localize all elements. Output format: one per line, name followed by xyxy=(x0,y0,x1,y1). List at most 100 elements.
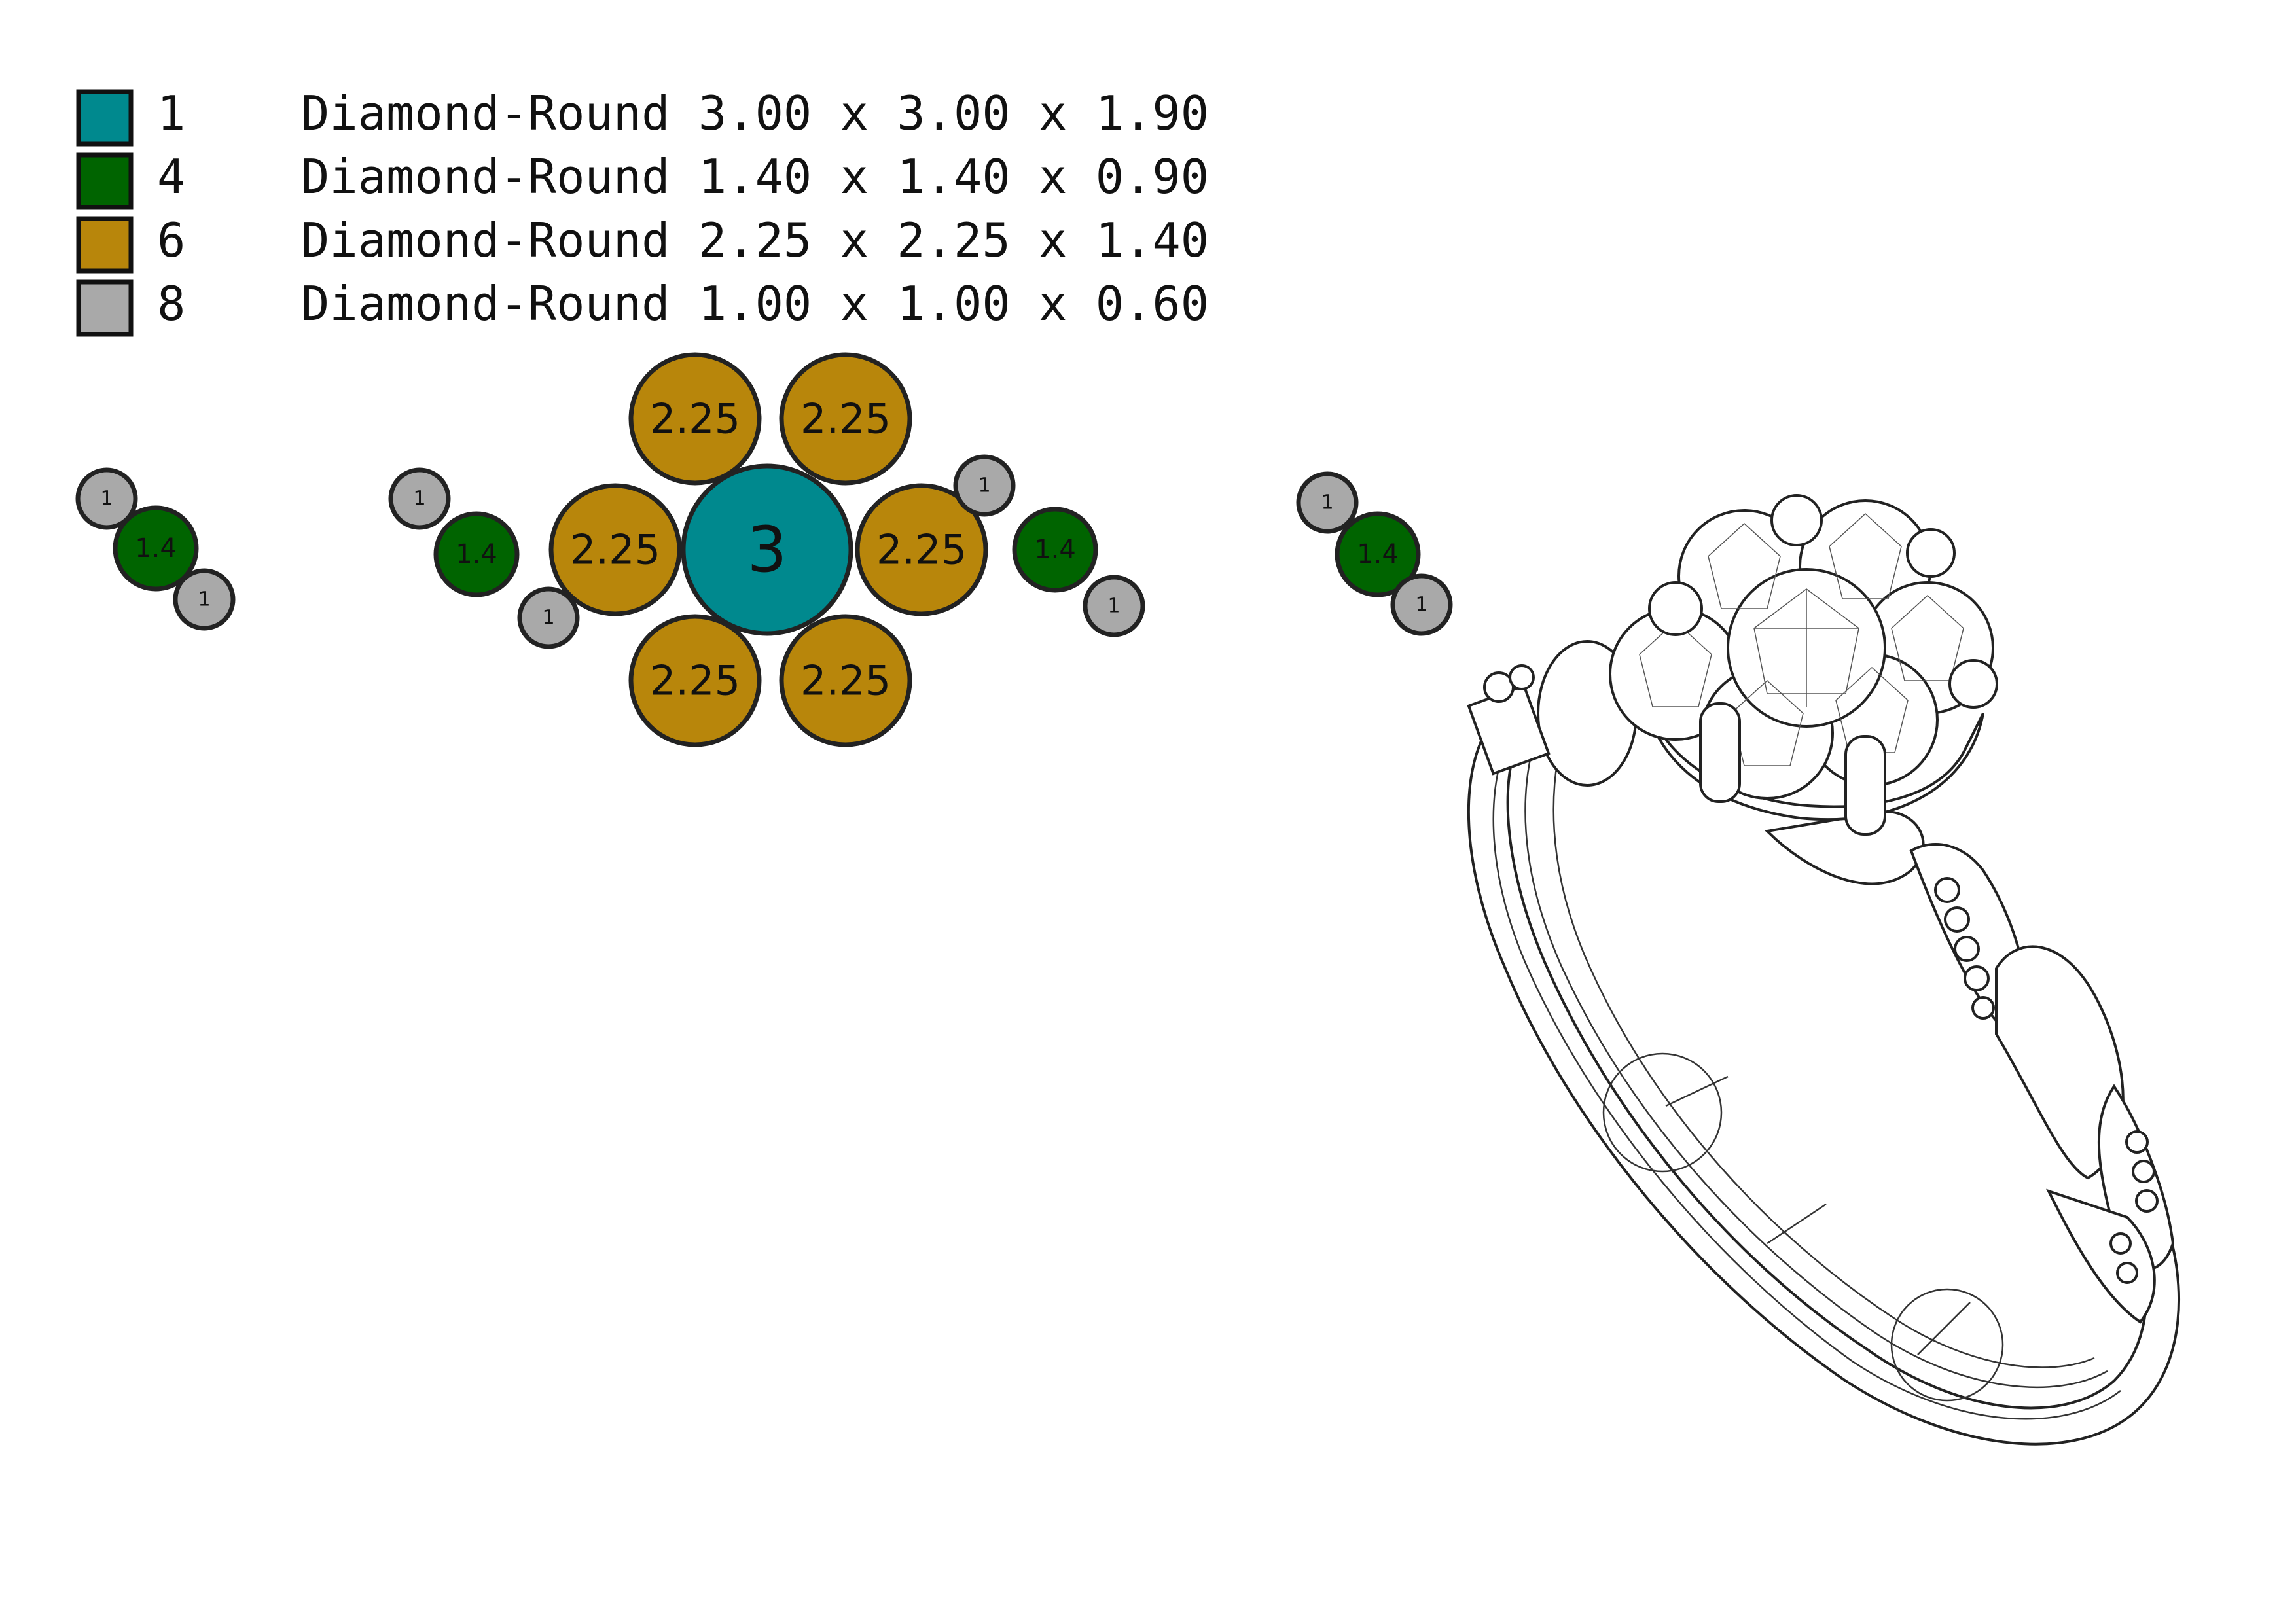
legend-description: Diamond-Round 1.00 x 1.00 x 0.60 xyxy=(301,276,1209,331)
stone-accent: 1 xyxy=(388,467,451,530)
ring-pave-stones xyxy=(1934,877,2159,1284)
stone-side-label: 1.4 xyxy=(1357,539,1399,569)
ring-shank-segment xyxy=(2046,1188,2156,1324)
stone-side-label: 1.4 xyxy=(1034,535,1076,565)
ring-band-section-line xyxy=(1767,1203,1827,1245)
stone-accent: 1 xyxy=(1390,573,1453,636)
legend-row: 6 Diamond-Round 2.25 x 2.25 x 1.40 xyxy=(76,213,1209,274)
stone-side: 1.4 xyxy=(1335,511,1421,597)
stone-halo-label: 2.25 xyxy=(800,395,891,443)
legend-row: 4 Diamond-Round 1.40 x 1.40 x 0.90 xyxy=(76,149,1209,210)
pave-stone xyxy=(1964,965,1990,991)
ring-band-section-line xyxy=(1917,1302,1971,1355)
stone-accent-label: 1 xyxy=(978,474,990,497)
pave-stone xyxy=(1954,936,1980,962)
stone-halo-label: 2.25 xyxy=(800,657,891,705)
stone-accent-label: 1 xyxy=(1321,491,1333,514)
stone-accent: 1 xyxy=(953,454,1016,517)
stone-side: 1.4 xyxy=(433,511,520,597)
stone-side-circle xyxy=(433,511,520,597)
stone-halo-circle xyxy=(855,483,988,616)
stone-side: 1.4 xyxy=(1012,507,1098,593)
legend-row: 8 Diamond-Round 1.00 x 1.00 x 0.60 xyxy=(76,276,1209,337)
stone-accent-label: 1 xyxy=(1107,595,1120,618)
ring-shoulder-bead xyxy=(1509,664,1535,690)
stone-halo: 2.25 xyxy=(855,483,988,616)
stone-accent-circle xyxy=(517,586,580,649)
stone-accent-label: 1 xyxy=(100,488,113,510)
ring-band-groove xyxy=(1552,758,2095,1368)
stone-legend: 1 Diamond-Round 3.00 x 3.00 x 1.90 4 Dia… xyxy=(76,86,1209,337)
stone-accent-label: 1 xyxy=(198,588,210,611)
stone-halo-circle xyxy=(779,614,912,747)
stone-halo: 2.25 xyxy=(779,352,912,486)
stone-halo-label: 2.25 xyxy=(650,395,740,443)
legend-swatch-gold xyxy=(76,216,134,274)
pave-stone xyxy=(2109,1232,2132,1255)
stone-accent-circle xyxy=(388,467,451,530)
ring-band-groove xyxy=(1524,752,2108,1389)
legend-swatch-gray xyxy=(76,279,134,337)
stone-accent-circle xyxy=(1083,575,1145,637)
ring-illustration xyxy=(1467,494,2181,1446)
head-prong-post xyxy=(1844,735,1886,836)
legend-count: 8 xyxy=(157,276,185,331)
stone-halo-label: 2.25 xyxy=(570,526,660,574)
head-prong xyxy=(1770,494,1823,546)
stone-side-label: 1.4 xyxy=(135,533,177,563)
stone-side-circle xyxy=(1012,507,1098,593)
stone-halo-label: 2.25 xyxy=(650,657,740,705)
legend-row: 1 Diamond-Round 3.00 x 3.00 x 1.90 xyxy=(76,86,1209,147)
ring-band-highlight xyxy=(1890,1288,2004,1402)
stone-halo-label: 2.25 xyxy=(876,526,967,574)
pave-stone xyxy=(1944,906,1970,933)
stone-accent: 1 xyxy=(75,467,138,530)
head-prong xyxy=(1906,528,1956,578)
head-prong-post xyxy=(1699,702,1741,803)
stone-accent: 1 xyxy=(173,568,236,631)
stone-accent-label: 1 xyxy=(1415,594,1427,616)
pave-stone xyxy=(2116,1262,2138,1284)
head-facet-lines xyxy=(1639,512,1964,766)
legend-swatch-teal xyxy=(76,89,134,147)
stone-accent-label: 1 xyxy=(413,488,425,510)
pave-stone xyxy=(1971,996,1995,1020)
legend-count: 1 xyxy=(157,86,185,141)
stone-accent: 1 xyxy=(1296,471,1359,534)
stone-center-circle xyxy=(681,463,853,636)
ring-band-highlight xyxy=(1602,1052,1723,1173)
stone-halo: 2.25 xyxy=(628,614,762,747)
legend-description: Diamond-Round 3.00 x 3.00 x 1.90 xyxy=(301,86,1209,141)
head-prong xyxy=(1948,659,1998,709)
stone-center-label: 3 xyxy=(747,513,787,586)
stone-accent-label: 1 xyxy=(542,607,554,630)
stone-halo-circle xyxy=(628,352,762,486)
stone-accent: 1 xyxy=(517,586,580,649)
ring-band-section-line xyxy=(1665,1075,1729,1107)
pave-stone xyxy=(2125,1130,2149,1154)
legend-swatch-green xyxy=(76,152,134,210)
stone-accent-circle xyxy=(1390,573,1453,636)
stone-center: 3 xyxy=(681,463,853,636)
legend-description: Diamond-Round 2.25 x 2.25 x 1.40 xyxy=(301,213,1209,268)
pave-stone xyxy=(1934,877,1960,903)
stone-accent: 1 xyxy=(1083,575,1145,637)
pave-stone xyxy=(2132,1160,2155,1183)
stone-accent-circle xyxy=(1296,471,1359,534)
ring-flower-head xyxy=(1609,494,1998,836)
ring-band-inner-edge xyxy=(1492,745,2121,1420)
stone-accent-circle xyxy=(173,568,236,631)
stone-side-label: 1.4 xyxy=(456,539,497,569)
stone-halo: 2.25 xyxy=(628,352,762,486)
stone-halo: 2.25 xyxy=(779,614,912,747)
stone-halo: 2.25 xyxy=(548,483,682,616)
stone-halo-circle xyxy=(779,352,912,486)
stone-accent-circle xyxy=(75,467,138,530)
stone-side: 1.4 xyxy=(113,505,199,592)
stone-accent-circle xyxy=(953,454,1016,517)
stone-layout-map: 1 1.4 1 1 1.4 1 2.25 2.25 2.25 2.25 2.25 2.25 3 1 1.4 1… xyxy=(75,352,1453,747)
stone-halo-circle xyxy=(548,483,682,616)
legend-count: 6 xyxy=(157,213,185,268)
stone-side-circle xyxy=(113,505,199,592)
